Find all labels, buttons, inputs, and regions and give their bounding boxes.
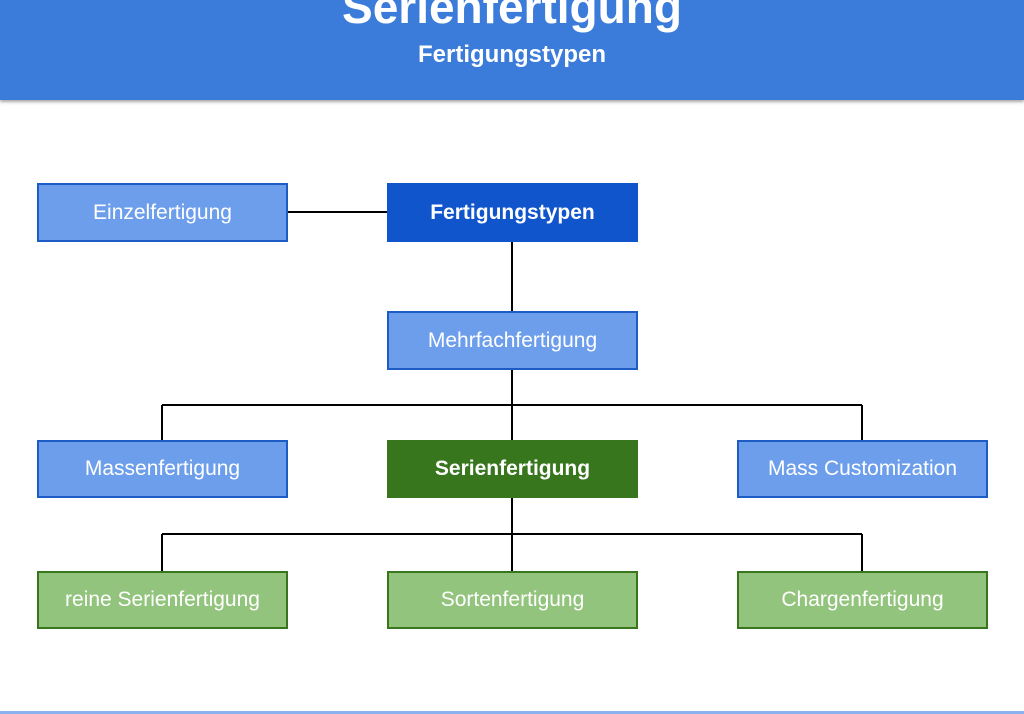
node-sortenfertigung: Sortenfertigung (387, 571, 638, 629)
footer-divider (0, 711, 1024, 714)
node-massenfertigung: Massenfertigung (37, 440, 288, 498)
node-einzelfertigung: Einzelfertigung (37, 183, 288, 242)
node-fertigungstypen: Fertigungstypen (387, 183, 638, 242)
node-serienfertigung: Serienfertigung (387, 440, 638, 498)
node-mass-customization: Mass Customization (737, 440, 988, 498)
header-bar: Serienfertigung Fertigungstypen (0, 0, 1024, 100)
node-chargenfertigung: Chargenfertigung (737, 571, 988, 629)
node-reine-serienfertigung: reine Serienfertigung (37, 571, 288, 629)
node-mehrfachfertigung: Mehrfachfertigung (387, 311, 638, 370)
page-title: Serienfertigung (342, 0, 682, 33)
page-subtitle: Fertigungstypen (417, 41, 606, 68)
